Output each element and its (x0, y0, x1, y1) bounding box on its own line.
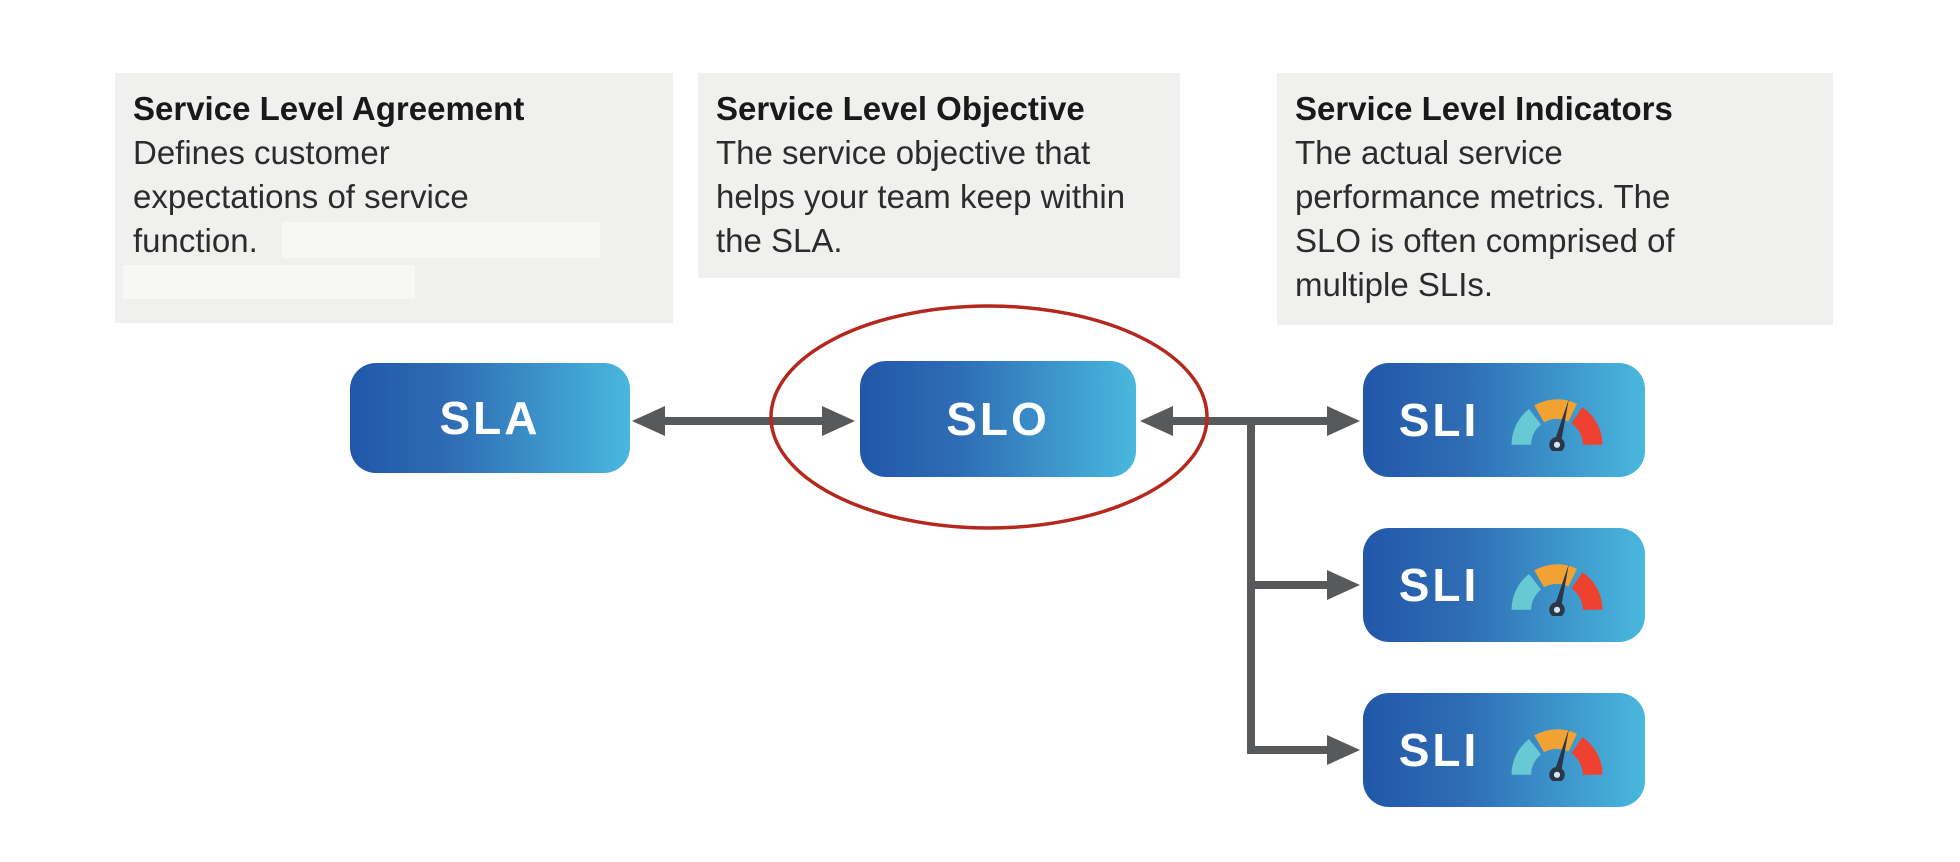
redacted-area (282, 222, 600, 258)
node-sli-content: SLI (1363, 389, 1645, 451)
node-slo-label: SLO (946, 393, 1050, 445)
info-line: multiple SLIs. (1295, 266, 1494, 303)
info-box-slo: Service Level Objective The service obje… (698, 73, 1180, 278)
gauge-icon (1511, 563, 1603, 616)
info-line: SLO is often comprised of (1295, 222, 1675, 259)
arrowhead-left-icon (1140, 406, 1173, 436)
info-title-sli: Service Level Indicators (1295, 90, 1673, 127)
arrowhead-left-icon (632, 406, 665, 436)
info-box-sli: Service Level Indicators The actual serv… (1277, 73, 1833, 325)
info-line: The service objective that (716, 134, 1091, 171)
node-sli-2: SLI (1363, 528, 1645, 642)
redacted-area (123, 265, 415, 299)
node-sli-label: SLI (1398, 394, 1480, 446)
node-sli-content: SLI (1363, 554, 1645, 616)
gauge-icon (1511, 398, 1603, 451)
node-slo: SLO (860, 361, 1136, 477)
node-sli-1: SLI (1363, 363, 1645, 477)
info-box-sla: Service Level Agreement Defines customer… (115, 73, 673, 323)
connector-sla-slo (664, 417, 822, 425)
gauge-icon (1511, 728, 1603, 781)
arrowhead-right-icon (1327, 406, 1360, 436)
connector-branch-sli3 (1247, 746, 1329, 754)
info-line: Defines customer (133, 134, 390, 171)
node-sla-label: SLA (439, 392, 541, 444)
node-sli-label: SLI (1398, 559, 1480, 611)
node-sli-label: SLI (1398, 724, 1480, 776)
info-title-slo: Service Level Objective (716, 90, 1085, 127)
info-line: function. (133, 222, 258, 259)
info-line: expectations of service (133, 178, 469, 215)
arrowhead-right-icon (1327, 570, 1360, 600)
info-line: helps your team keep within (716, 178, 1126, 215)
node-sla: SLA (350, 363, 630, 473)
info-line: the SLA. (716, 222, 843, 259)
connector-branch-sli2 (1247, 581, 1329, 589)
info-line: The actual service (1295, 134, 1563, 171)
info-line: performance metrics. The (1295, 178, 1671, 215)
arrowhead-right-icon (1327, 735, 1360, 765)
info-title-sla: Service Level Agreement (133, 90, 525, 127)
node-sli-3: SLI (1363, 693, 1645, 807)
slo-highlight-ellipse-icon (769, 304, 1209, 530)
node-sli-content: SLI (1363, 719, 1645, 781)
arrowhead-right-icon (822, 406, 855, 436)
